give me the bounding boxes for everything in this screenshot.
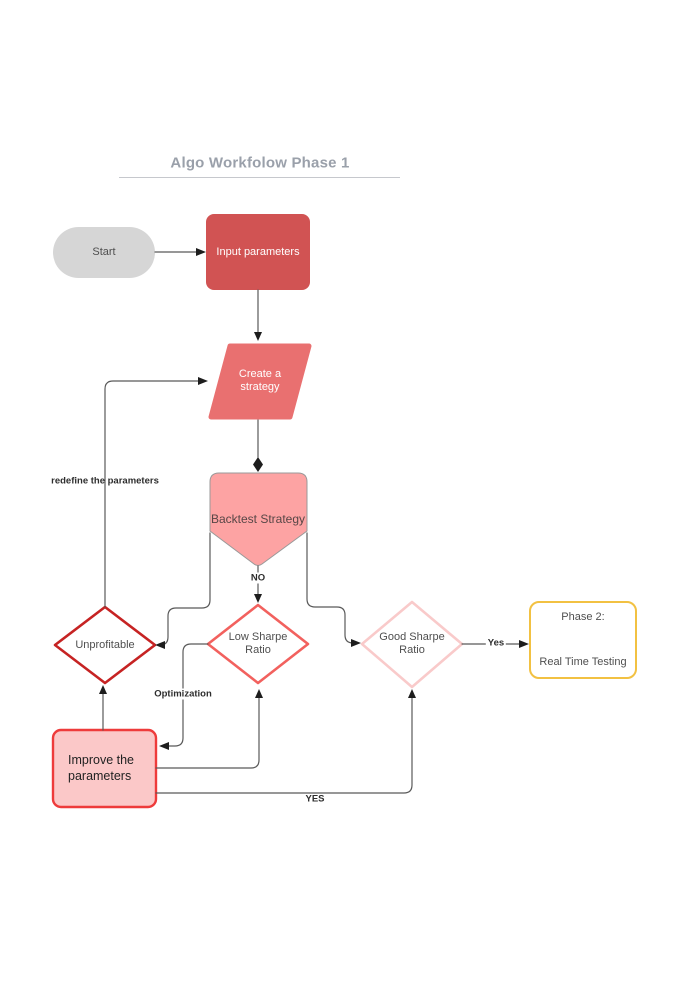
edge-label-optimization: Optimization [152, 688, 214, 700]
edge-label-redefine: redefine the parameters [51, 475, 159, 487]
arrowhead-unprofitable-right [155, 641, 165, 649]
title-underline [119, 177, 400, 178]
arrowhead-phase2 [519, 640, 529, 648]
arrowhead-create-left [198, 377, 208, 385]
start-label: Start [92, 246, 116, 258]
good-sharpe-label: Good Sharpe Ratio [379, 631, 445, 656]
backtest-strategy-node [209, 472, 308, 566]
connector-lines [102, 251, 523, 794]
backtest-strategy-label: Backtest Strategy [210, 512, 306, 526]
improve-parameters-label: Improve the parameters [68, 753, 135, 783]
input-parameters-node [206, 214, 310, 290]
create-strategy-label: Create a strategy [238, 368, 282, 393]
arrowhead-improve-right [159, 742, 169, 750]
low-sharpe-node [206, 603, 310, 685]
start-node [53, 227, 155, 278]
arrowhead-goodsharpe-bottom [408, 689, 416, 698]
phase2-node [529, 601, 637, 679]
arrowhead-goodsharpe-left [351, 639, 361, 647]
edge-backtest-to-unprofitable [157, 532, 211, 646]
edge-improve-to-goodsharpe [155, 696, 413, 794]
edge-label-no: NO [248, 572, 268, 584]
page-title: Algo Workfolow Phase 1 [170, 154, 350, 172]
input-parameters-label: Input parameters [216, 246, 300, 258]
unprofitable-node [53, 605, 157, 685]
arrowhead-unprofitable-bottom [99, 685, 107, 694]
arrowhead-lowsharpe-top [254, 594, 262, 603]
good-sharpe-node [360, 600, 464, 689]
edge-label-yes-bottom: YES [305, 793, 325, 805]
arrowhead-input [196, 248, 206, 256]
phase2-label: Phase 2: Real Time Testing [539, 580, 626, 700]
edge-unprofitable-to-create [104, 380, 202, 608]
phase2-label-line2: Real Time Testing [539, 656, 627, 668]
unprofitable-label: Unprofitable [75, 639, 135, 651]
edge-backtest-to-goodsharpe [306, 532, 355, 644]
arrowhead-lowsharpe-bottom [255, 689, 263, 698]
phase2-label-line1: Phase 2: [561, 611, 605, 623]
edge-label-yes: Yes [485, 637, 507, 649]
edge-improve-to-lowsharpe [155, 696, 260, 769]
diamond-arrowhead-backtest [253, 457, 263, 472]
arrowheads [99, 248, 529, 750]
create-strategy-node [208, 343, 312, 420]
low-sharpe-label: Low Sharpe Ratio [228, 631, 288, 656]
arrowhead-create [254, 332, 262, 341]
